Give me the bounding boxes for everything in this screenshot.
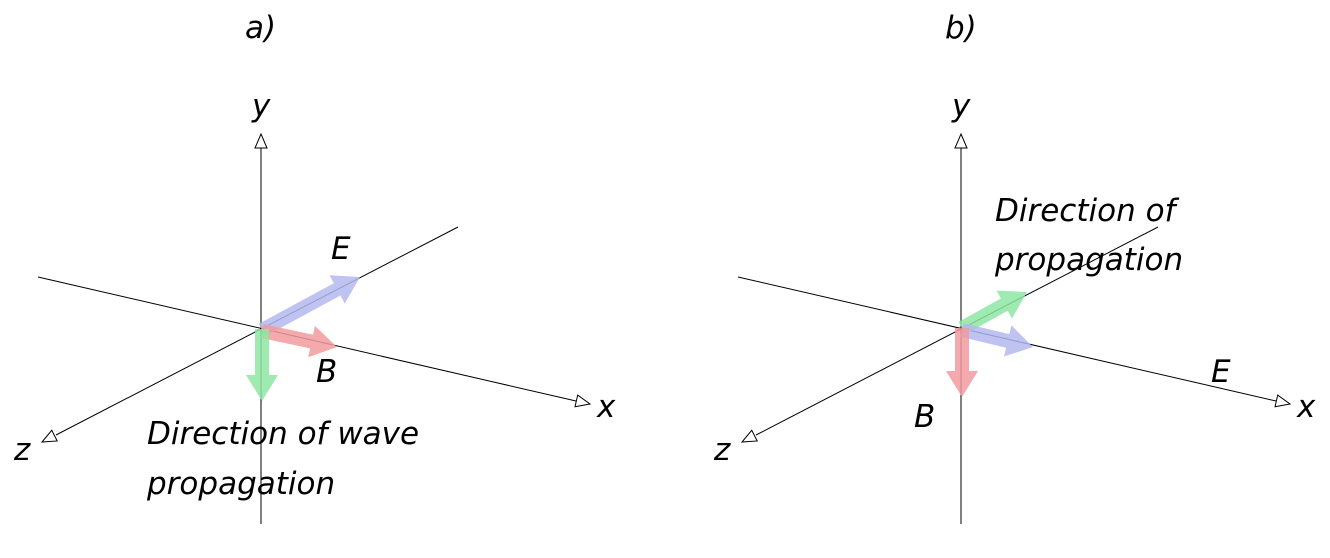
panel-a-e-label: E (331, 231, 351, 267)
panel-b-y-label: y (952, 88, 971, 124)
panel-b-b-label: B (914, 399, 936, 435)
panel-b-x-label: x (1297, 389, 1316, 425)
panel-b-propagation-label-2: propagation (995, 242, 1184, 278)
panel-a-b-label: B (316, 354, 338, 390)
panel-a-x-label: x (597, 389, 616, 425)
panel-b-e-vector-arrow (960, 323, 1033, 357)
panel-b-b-vector-arrow (946, 328, 978, 397)
panel-b-z-label: z (714, 432, 731, 468)
panel-a-title: a) (245, 10, 277, 46)
panel-b-propagation-label-1: Direction of (995, 193, 1176, 229)
panel-b-propagation-arrow (958, 290, 1027, 335)
panel-a-e-vector-arrow (258, 275, 360, 337)
panel-a-y-label: y (252, 88, 271, 124)
panel-b-x-axis-arrowhead (1274, 394, 1292, 408)
panel-a-z-axis-arrowhead (40, 429, 58, 443)
panel-a-y-axis-arrowhead (254, 132, 268, 149)
panel-a-propagation-label-2: propagation (147, 466, 336, 502)
panel-a-z-label: z (14, 432, 31, 468)
panel-b-y-axis-arrowhead (954, 132, 968, 149)
panel-a-propagation-label-1: Direction of wave (147, 416, 420, 452)
panel-a-x-axis-arrowhead (574, 394, 592, 408)
panel-b-z-axis-arrowhead (740, 429, 758, 443)
panel-b-title: b) (945, 10, 977, 46)
panel-a-b-vector-arrow (260, 324, 337, 358)
panel-b-e-label: E (1211, 354, 1231, 390)
panel-a-propagation-arrow (246, 329, 278, 401)
